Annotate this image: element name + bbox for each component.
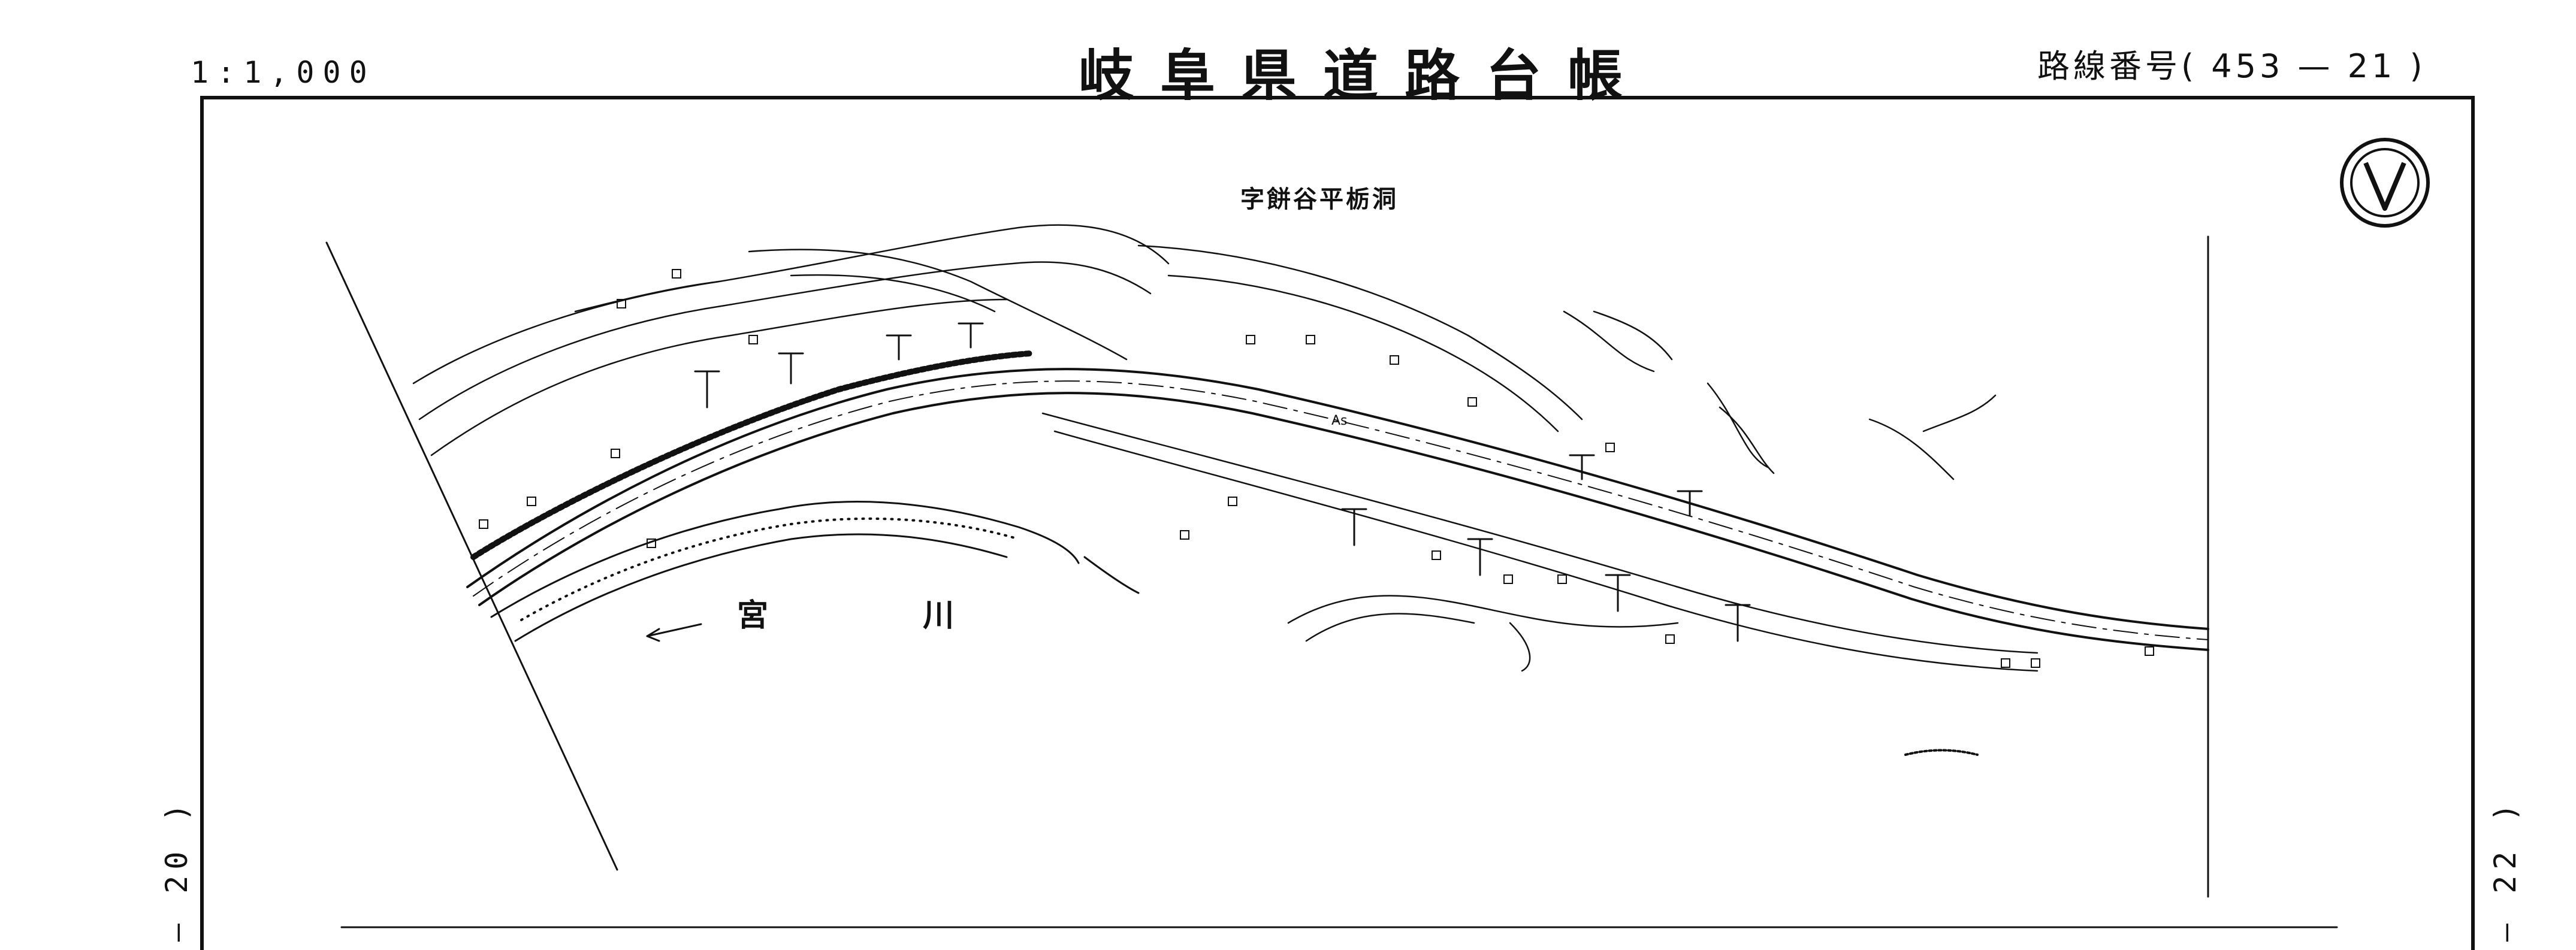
river-banks (490, 501, 1140, 642)
scale-label: 1:1,000 (191, 55, 376, 90)
route-number: 路線番号( 453 — 21 ) (2037, 47, 2426, 85)
river-name-label: 宮 川 (737, 598, 1026, 634)
road-edges (1041, 412, 2039, 672)
flow-arrow-icon (646, 623, 702, 642)
river-dots (520, 517, 1020, 621)
road (466, 368, 2209, 651)
map-frame (200, 96, 2475, 950)
place-name-label: 字餅谷平栃洞 (1240, 186, 1399, 213)
pavement-label: As (1331, 413, 1348, 428)
north-arrow-icon (2340, 138, 2430, 228)
building-markers (479, 269, 2154, 668)
contour-lines (412, 224, 1997, 480)
lower-stream (1509, 622, 1531, 672)
slope-ticks (694, 322, 1751, 642)
retaining-wall (470, 350, 1034, 560)
